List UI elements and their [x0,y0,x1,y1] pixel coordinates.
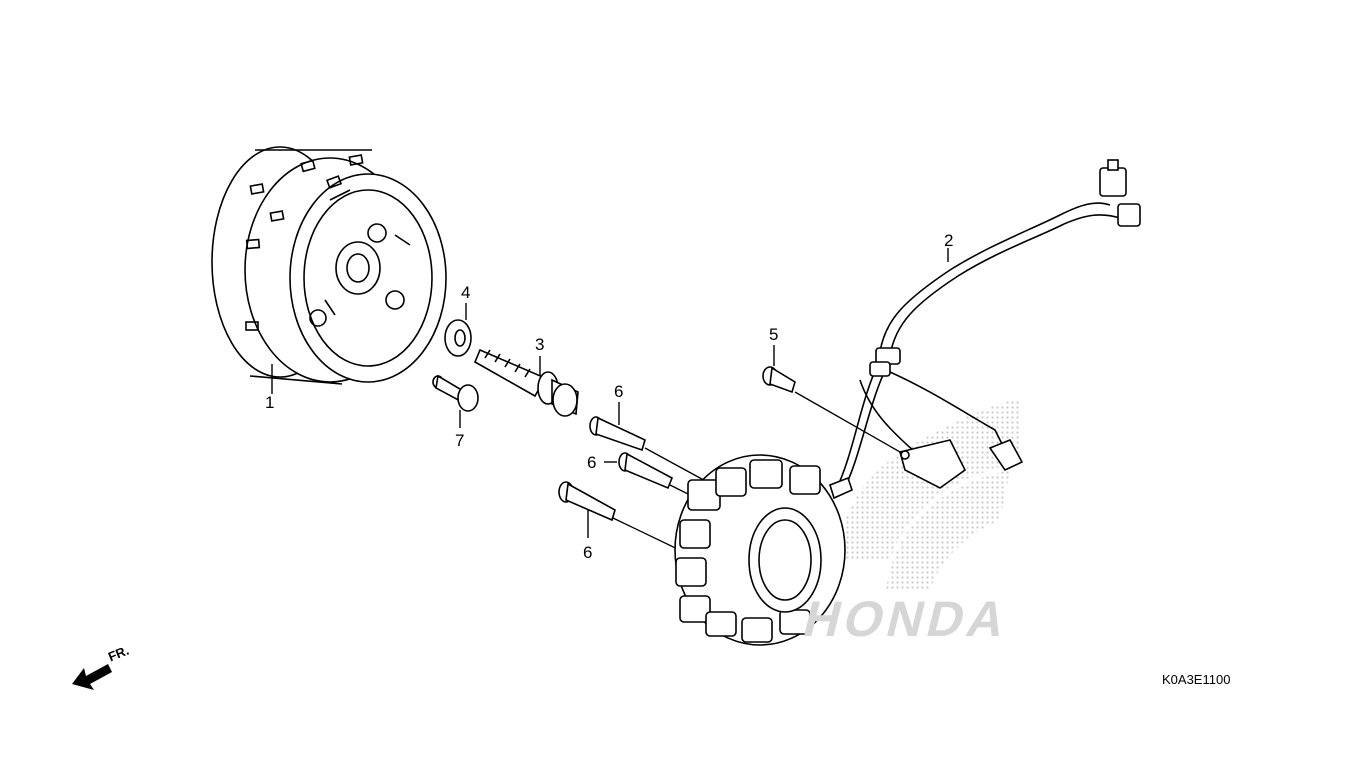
part-ref-2: 2 [944,231,954,250]
part-ref-4: 4 [461,283,471,302]
diagram-code: K0A3E1100 [1162,672,1231,687]
wire-harness [829,159,1141,500]
flange-bolt [473,348,579,417]
honda-wing-watermark [835,398,1020,590]
part-ref-5: 5 [769,325,779,344]
front-arrow-icon [72,664,112,690]
part-ref-7: 7 [455,431,465,450]
stator-bolt-top [589,416,646,452]
honda-watermark-text: HONDA [798,591,1016,647]
part-ref-1: 1 [265,393,275,412]
stator-bolt-middle [618,452,674,490]
washer [444,319,472,357]
part-ref-6c: 6 [583,543,593,562]
part-ref-6b: 6 [587,453,597,472]
stator-screw [762,366,796,394]
small-bolt [432,374,479,412]
stator-bolt-bottom [558,481,616,522]
part-ref-6a: 6 [614,382,624,401]
flywheel-rotor [211,146,447,385]
stator-coil [674,454,846,646]
part-ref-3: 3 [535,335,545,354]
